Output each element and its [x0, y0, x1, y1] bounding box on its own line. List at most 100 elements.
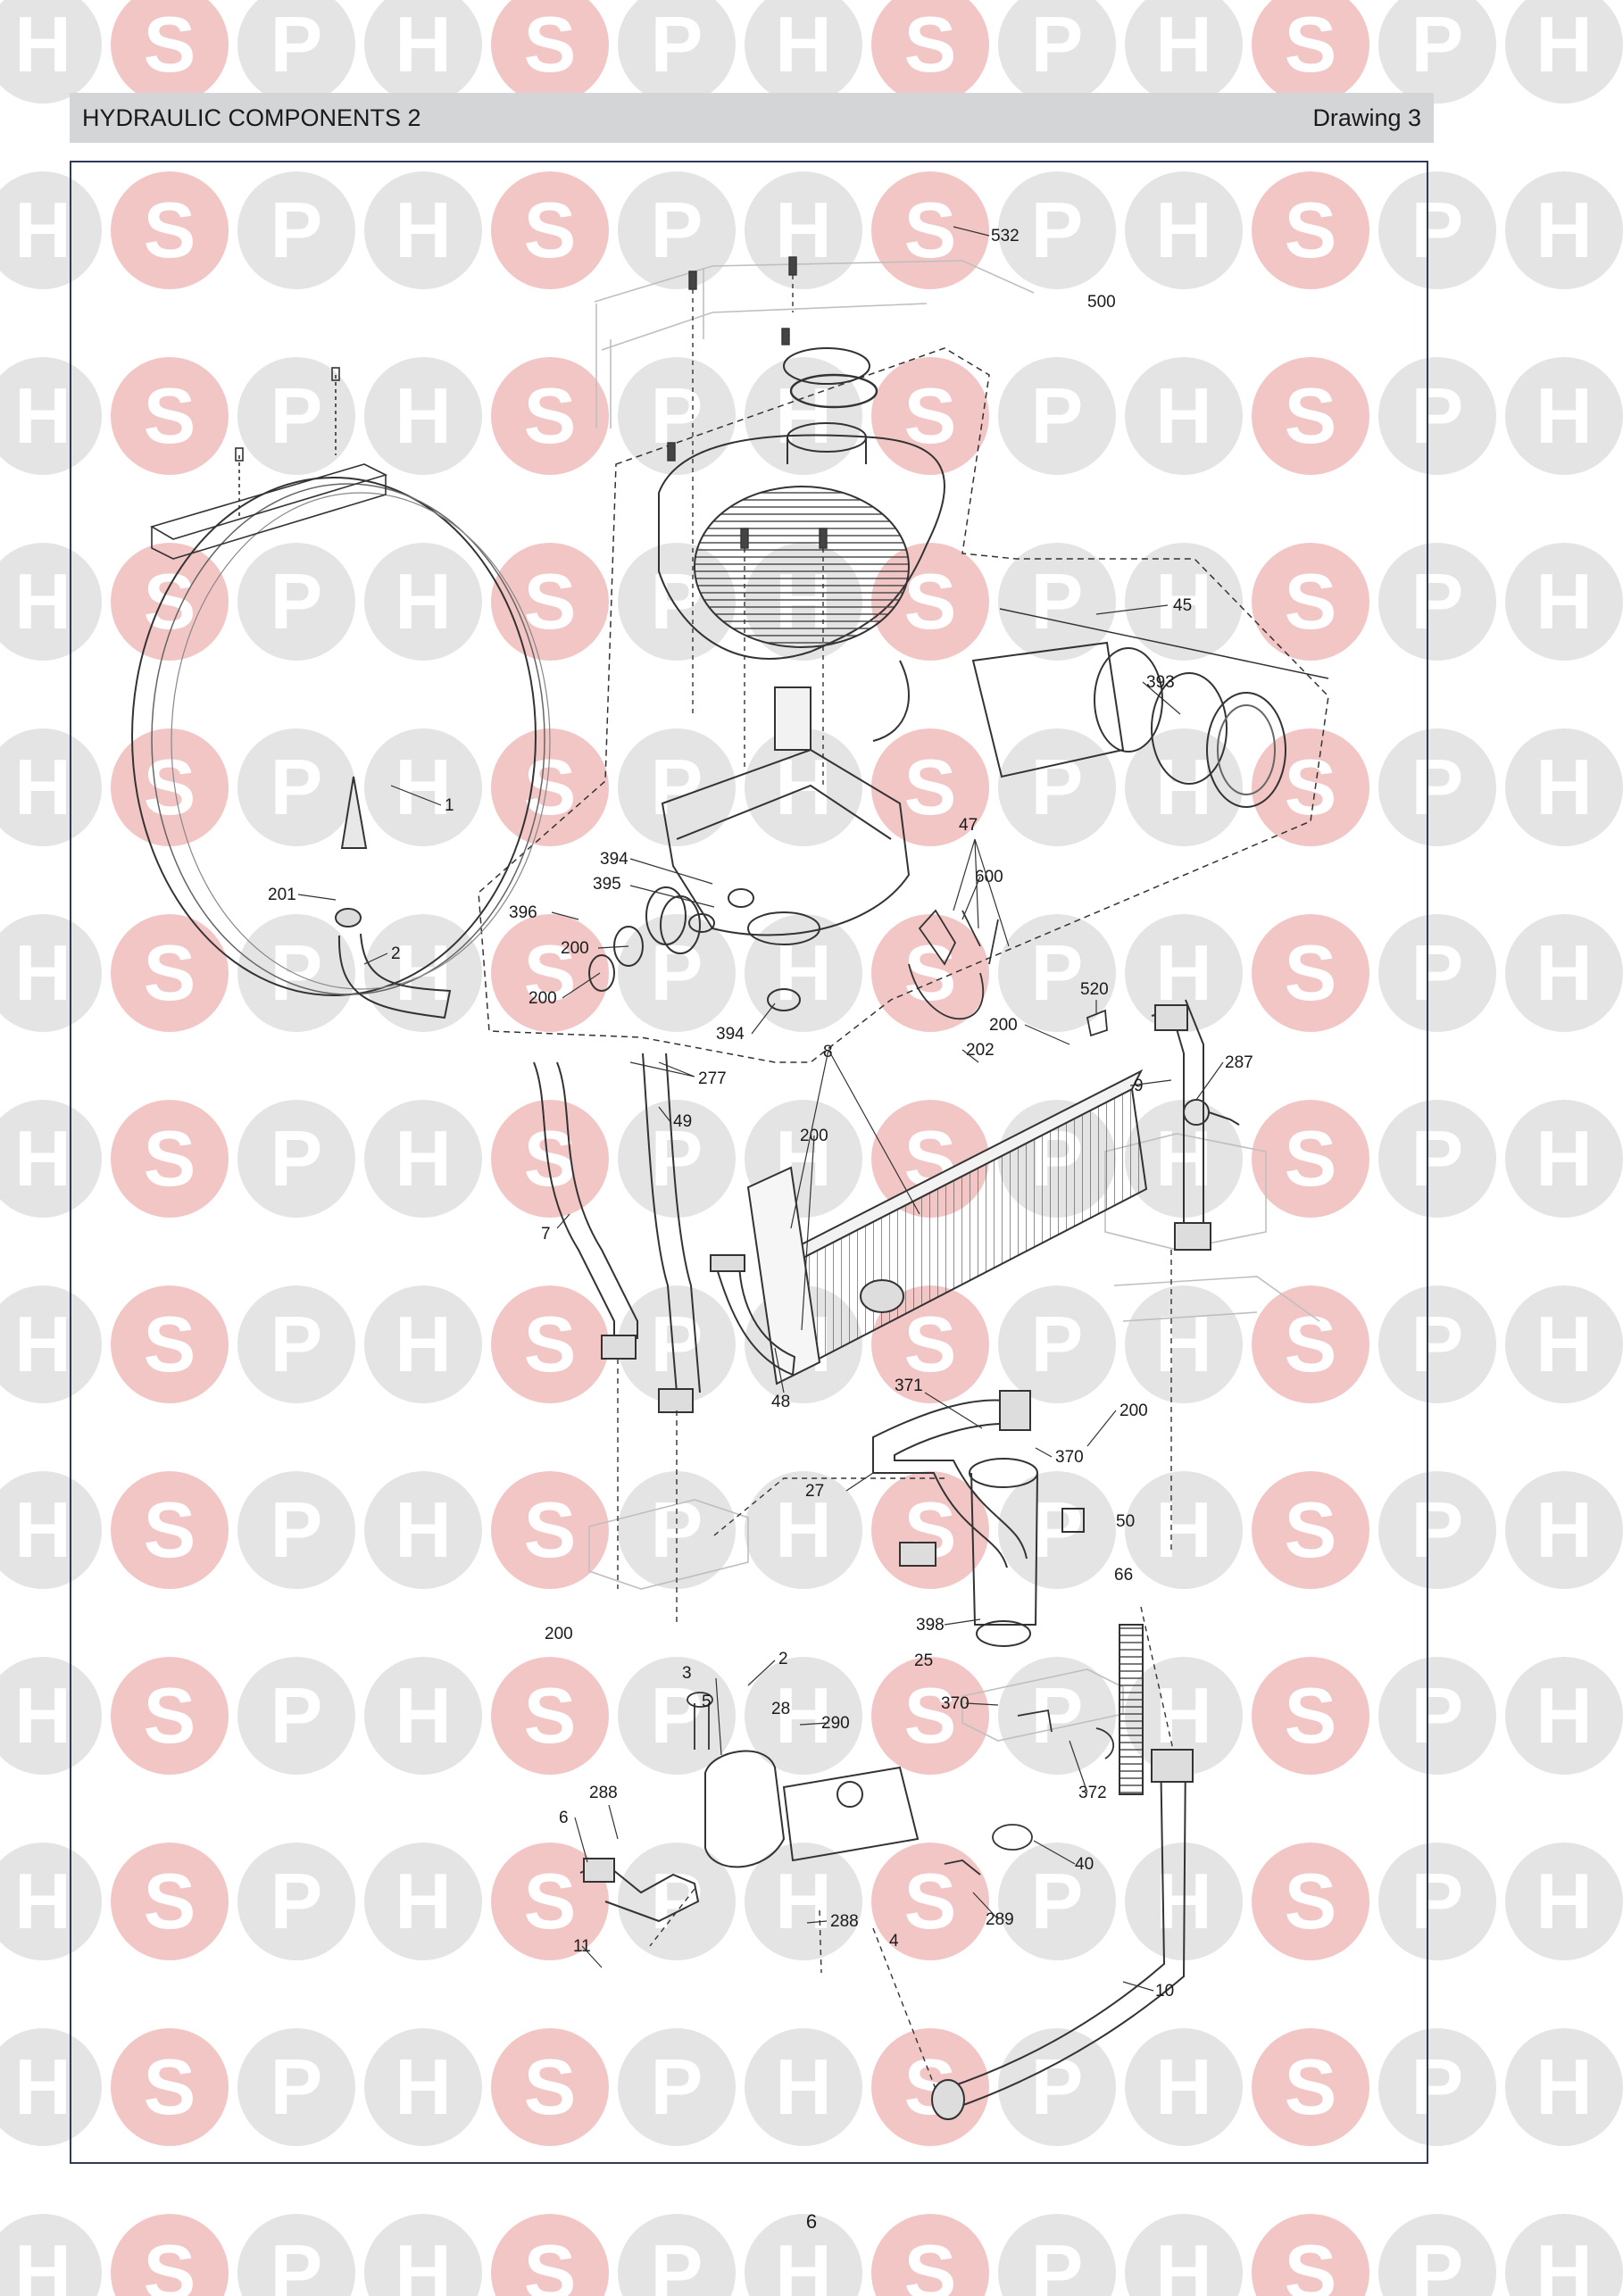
watermark-circle [491, 1843, 609, 1960]
watermark-circle [998, 1471, 1116, 1589]
watermark-letter: S [524, 186, 577, 274]
watermark-circle [1252, 0, 1369, 104]
watermark-letter: H [1536, 2042, 1593, 2131]
watermark-letter: H [395, 1671, 452, 1759]
watermark-circle [1252, 1843, 1369, 1960]
watermark-letter: S [524, 1485, 577, 1574]
burner-fan-assembly [658, 347, 945, 751]
section-title: HYDRAULIC COMPONENTS 2 [82, 104, 421, 131]
callout: 5 [702, 1693, 712, 1711]
pipe-27 [872, 1390, 1031, 1568]
flexible-hose [335, 908, 452, 1019]
watermark-letter: S [904, 0, 957, 88]
watermark-letter: H [1155, 371, 1212, 460]
pipe-10 [931, 1749, 1194, 2120]
callout: 200 [545, 1625, 573, 1643]
watermark-letter: S [144, 0, 196, 88]
callout: 393 [1146, 673, 1175, 692]
watermark-circle [1378, 543, 1496, 661]
callout: 4 [889, 1932, 899, 1951]
watermark-letter: P [651, 743, 703, 831]
watermark-circle [491, 171, 609, 289]
watermark-circle [0, 1471, 102, 1589]
watermark-circle [1125, 1471, 1243, 1589]
watermark-circle [0, 0, 102, 104]
watermark-letter: S [1285, 2228, 1337, 2296]
callout: 48 [771, 1393, 790, 1411]
callout: 370 [1055, 1448, 1084, 1467]
watermark-circle [998, 1843, 1116, 1960]
watermark-circle [1252, 171, 1369, 289]
callout-labels: 532 500 45 393 1 201 2 47 600 394 395 39… [268, 227, 1253, 2001]
watermark-circle [1378, 1100, 1496, 1218]
watermark-letter: H [775, 371, 832, 460]
watermark-circle [111, 1471, 229, 1589]
watermark-letter: H [1155, 1485, 1212, 1574]
watermark-circle [1378, 728, 1496, 846]
callout: 47 [959, 816, 978, 835]
watermark-letter: P [1411, 2228, 1464, 2296]
watermark-letter: H [1536, 371, 1593, 460]
watermark-circle [1378, 2028, 1496, 2146]
watermark-letter: P [1031, 186, 1084, 274]
watermark-letter: H [775, 1671, 832, 1759]
watermark-circle [998, 2214, 1116, 2296]
heat-exchanger [746, 1069, 1148, 1385]
watermark-circle [491, 0, 609, 104]
watermark-circle [745, 2028, 862, 2146]
watermark-letter: P [1411, 1485, 1464, 1574]
watermark-circle [0, 357, 102, 475]
watermark-circle [0, 1657, 102, 1775]
watermark-letter: S [144, 1300, 196, 1388]
watermark-letter: S [904, 186, 957, 274]
sensor-287 [1183, 1099, 1240, 1126]
watermark-circle [0, 1843, 102, 1960]
fixing-screws [667, 256, 828, 786]
watermark-circle [1378, 1657, 1496, 1775]
watermark-letter: P [1031, 2228, 1084, 2296]
watermark-circle [1378, 1843, 1496, 1960]
callout: 66 [1114, 1566, 1133, 1585]
watermark-circle [998, 171, 1116, 289]
watermark-circle [491, 1285, 609, 1403]
watermark-circle [1252, 543, 1369, 661]
watermark-letter: P [270, 1300, 323, 1388]
exploded-parts-diagram: 532 500 45 393 1 201 2 47 600 394 395 39… [131, 226, 1329, 2120]
watermark-letter: H [14, 186, 71, 274]
watermark-circle [364, 357, 482, 475]
watermark-circle [618, 914, 736, 1032]
watermark-letter: H [14, 1671, 71, 1759]
watermark-circle [364, 1100, 482, 1218]
callout: 290 [821, 1714, 850, 1733]
watermark-letter: P [270, 557, 323, 645]
watermark-letter: P [270, 1485, 323, 1574]
watermark-letter: H [14, 1485, 71, 1574]
callout: 28 [771, 1700, 790, 1718]
watermark-circle [1505, 1471, 1623, 1589]
watermark-letter: H [14, 1857, 71, 1945]
watermark-circle [1252, 2028, 1369, 2146]
watermark-letter: H [1536, 1857, 1593, 1945]
watermark-circle [491, 543, 609, 661]
watermark-letter: P [1031, 928, 1084, 1017]
watermark-circle [1125, 1657, 1243, 1775]
watermark-letter: S [524, 1300, 577, 1388]
watermark-circle [364, 1657, 482, 1775]
assembly-45-bracket [999, 608, 1329, 679]
expansion-vessel [131, 477, 551, 996]
watermark-letter: P [270, 1857, 323, 1945]
watermark-circle [364, 914, 482, 1032]
watermark-circle [0, 2214, 102, 2296]
callout: 277 [698, 1069, 727, 1088]
watermark-letter: S [524, 928, 577, 1017]
watermark-circle [491, 1657, 609, 1775]
watermark-circle [618, 1657, 736, 1775]
watermark-letter: P [1411, 186, 1464, 274]
watermark-letter: S [904, 1857, 957, 1945]
watermark-circle [1125, 0, 1243, 104]
flow-return-pipes [533, 1052, 701, 1413]
watermark-letter: H [1536, 1671, 1593, 1759]
watermark-circle [998, 543, 1116, 661]
small-fittings [687, 1692, 1115, 1876]
callout: 2 [391, 944, 401, 963]
